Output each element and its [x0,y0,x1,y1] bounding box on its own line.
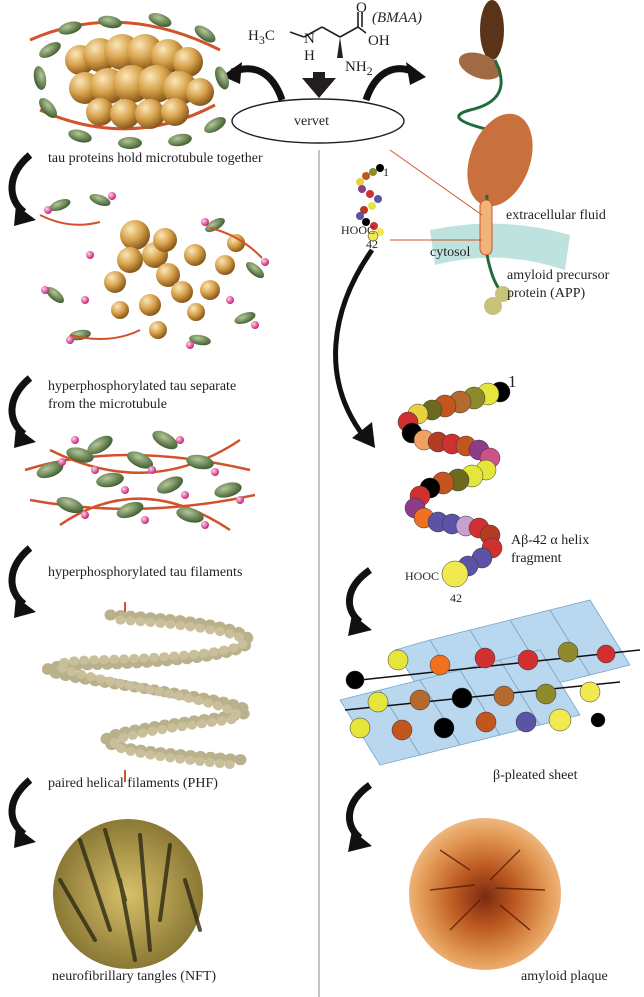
bmaa-label: (BMAA) [372,10,422,26]
app-protein [389,0,570,315]
paired-helical-filaments [41,602,255,782]
h3c-c: C [264,28,275,44]
tau-filaments [24,430,256,532]
amyloid-plaque-micrograph [409,818,561,970]
left-step-arrows [8,152,33,837]
vervet-ellipse [231,98,405,144]
microtubule-with-tau [29,13,229,149]
small-helix-n-terminus: 1 [383,165,389,179]
arrow-to-app [362,65,416,102]
label-beta-sheet: β-pleated sheet [493,768,578,783]
label-tau-hold: tau proteins hold microtubule together [48,151,263,166]
nft-micrograph [53,819,203,969]
label-extracellular: extracellular fluid [506,208,606,223]
beta-pleated-sheet [339,599,641,766]
nh2-subscript: 2 [366,64,373,78]
label-tau-filaments: hyperphosphorylated tau filaments [48,565,243,580]
label-phf: paired helical filaments (PHF) [48,776,218,791]
hydroxyl-oh: OH [368,33,390,49]
small-helix-c-number: 42 [366,237,378,251]
carbonyl-o: O [356,0,367,16]
label-helix-line2: fragment [511,551,562,566]
nh2-text: NH [345,59,367,75]
small-abeta-helix [356,164,384,242]
label-app-line2: protein (APP) [507,286,586,301]
big-abeta-helix [397,381,511,588]
amine-n: N [304,31,315,47]
label-amyloid-plaque: amyloid plaque [521,969,608,984]
vervet-label: vervet [294,114,329,129]
h3c-h: H [248,28,259,44]
label-nft: neurofibrillary tangles (NFT) [52,969,217,984]
label-app-line1: amyloid precursor [507,268,610,283]
bmaa-structure [289,12,367,58]
tau-separating-microtubule [39,192,269,349]
h3c-subscript: 3 [258,33,265,47]
label-hyperphos-line1: hyperphosphorylated tau separate [48,379,237,394]
big-helix-c-terminus: HOOC [405,569,440,583]
big-helix-c-number: 42 [450,591,462,605]
arrow-to-helix [333,248,375,440]
label-cytosol: cytosol [430,245,471,260]
amine-h: H [304,48,315,64]
amino-nh2: NH2 [345,59,373,79]
big-helix-n-terminus: 1 [508,372,517,391]
label-hyperphos-line2: from the microtubule [48,397,167,412]
label-helix-line1: Aβ-42 α helix [511,533,590,548]
methyl-group-label: H3C [248,28,275,48]
down-arrow [302,78,336,98]
small-helix-c-terminus: HOOC [341,223,376,237]
